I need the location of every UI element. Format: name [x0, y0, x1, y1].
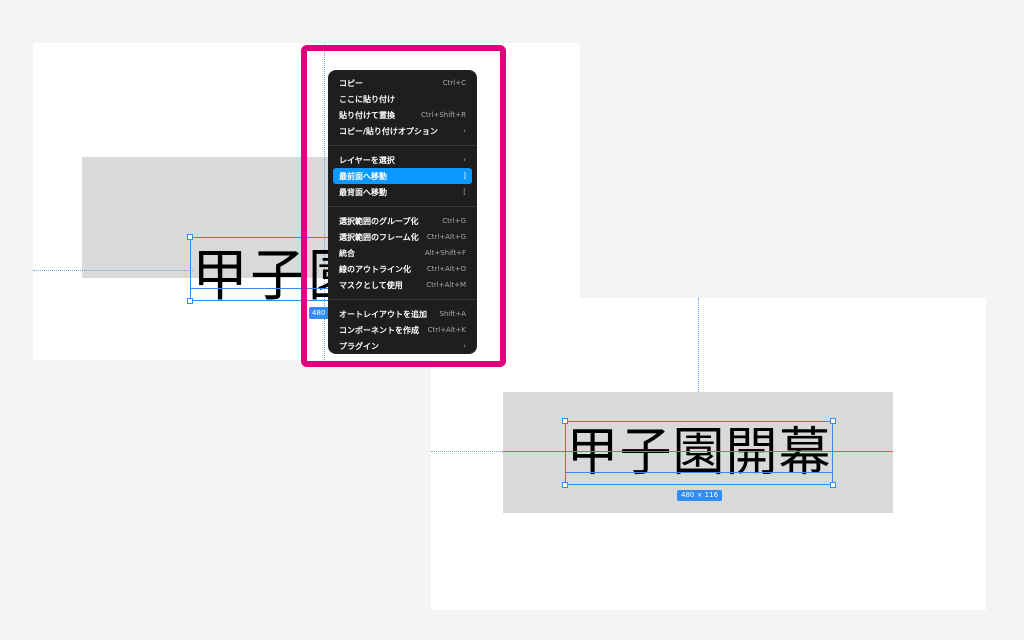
menu-item-shortcut: ]	[463, 172, 466, 180]
menu-item[interactable]: 選択範囲のフレーム化 Ctrl+Alt+G	[333, 229, 472, 245]
submenu-chevron-icon: ›	[463, 342, 466, 350]
menu-item[interactable]: マスクとして使用 Ctrl+Alt+M	[333, 277, 472, 293]
menu-item-label: 選択範囲のグループ化	[339, 216, 419, 226]
menu-item[interactable]: コピー/貼り付けオプション ›	[333, 123, 472, 139]
left-vertical-guide	[324, 43, 325, 360]
menu-item[interactable]: コンポーネントを作成 Ctrl+Alt+K	[333, 322, 472, 338]
menu-item-shortcut: Alt+Shift+F	[424, 249, 466, 257]
menu-item-label: 統合	[339, 248, 355, 258]
menu-item-shortcut: Ctrl+Alt+G	[426, 233, 466, 241]
menu-item[interactable]: コピー Ctrl+C	[333, 75, 472, 91]
menu-item-label: ここに貼り付け	[339, 94, 395, 104]
menu-item[interactable]: レイヤーを選択 ›	[333, 152, 472, 168]
resize-handle-bottom-right[interactable]	[830, 482, 836, 488]
menu-item-label: 最背面へ移動	[339, 187, 387, 197]
right-size-badge: 480 × 116	[677, 490, 723, 501]
context-menu: コピー Ctrl+C ここに貼り付け貼り付けて置換 Ctrl+Shift+R コピー/貼…	[328, 70, 477, 354]
right-selection-box	[565, 421, 833, 485]
menu-item-label: コピー	[339, 78, 363, 88]
menu-separator	[328, 145, 477, 146]
left-text-content: 甲子園開幕	[192, 244, 340, 302]
submenu-chevron-icon: ›	[463, 156, 466, 164]
menu-separator	[328, 206, 477, 207]
resize-handle-bottom-left[interactable]	[187, 298, 193, 304]
menu-item[interactable]: 最背面へ移動 [	[333, 184, 472, 200]
menu-item-label: 選択範囲のフレーム化	[339, 232, 419, 242]
left-selection-baseline	[190, 288, 340, 289]
menu-item-label: プラグイン	[339, 341, 379, 351]
menu-item-label: レイヤーを選択	[339, 155, 395, 165]
menu-item-label: マスクとして使用	[339, 280, 403, 290]
menu-item-label: オートレイアウトを追加	[339, 309, 427, 319]
menu-item[interactable]: オートレイアウトを追加 Shift+A	[333, 306, 472, 322]
submenu-chevron-icon: ›	[463, 127, 466, 135]
resize-handle-top-left[interactable]	[187, 234, 193, 240]
menu-item[interactable]: 統合 Alt+Shift+F	[333, 245, 472, 261]
menu-item-shortcut: Shift+A	[439, 310, 466, 318]
menu-item-shortcut: Ctrl+C	[442, 79, 466, 87]
menu-item-shortcut: Ctrl+Alt+M	[426, 281, 466, 289]
right-canvas: 甲子園開幕 480 × 116	[431, 298, 986, 610]
resize-handle-bottom-left[interactable]	[562, 482, 568, 488]
right-horizontal-guide	[431, 451, 503, 452]
right-vertical-guide	[698, 298, 699, 422]
right-selection-baseline	[565, 472, 833, 473]
menu-item[interactable]: 選択範囲のグループ化 Ctrl+G	[333, 213, 472, 229]
menu-item-shortcut: Ctrl+Alt+O	[426, 265, 466, 273]
resize-handle-top-right[interactable]	[830, 418, 836, 424]
menu-item[interactable]: 貼り付けて置換 Ctrl+Shift+R	[333, 107, 472, 123]
annotation-highlight-box	[301, 45, 506, 367]
menu-item-shortcut: Ctrl+G	[442, 217, 466, 225]
menu-item[interactable]: プラグイン ›	[333, 338, 472, 354]
menu-item-label: コンポーネントを作成	[339, 325, 419, 335]
left-horizontal-guide	[33, 270, 193, 271]
menu-item-shortcut: Ctrl+Alt+K	[427, 326, 466, 334]
menu-item-shortcut: [	[463, 188, 466, 196]
resize-handle-top-left[interactable]	[562, 418, 568, 424]
menu-item-label: 最前面へ移動	[339, 171, 387, 181]
menu-item-label: 貼り付けて置換	[339, 110, 395, 120]
center-alignment-line	[503, 451, 893, 452]
menu-item[interactable]: ここに貼り付け	[333, 91, 472, 107]
right-text-layer[interactable]: 甲子園開幕	[566, 423, 832, 483]
left-text-layer[interactable]: 甲子園開幕	[190, 237, 340, 302]
menu-item-label: 線のアウトライン化	[339, 264, 411, 274]
menu-item[interactable]: 線のアウトライン化 Ctrl+Alt+O	[333, 261, 472, 277]
menu-separator	[328, 299, 477, 300]
menu-item[interactable]: 最前面へ移動]	[333, 168, 472, 184]
menu-item-label: コピー/貼り付けオプション	[339, 126, 438, 136]
menu-item-shortcut: Ctrl+Shift+R	[421, 111, 466, 119]
